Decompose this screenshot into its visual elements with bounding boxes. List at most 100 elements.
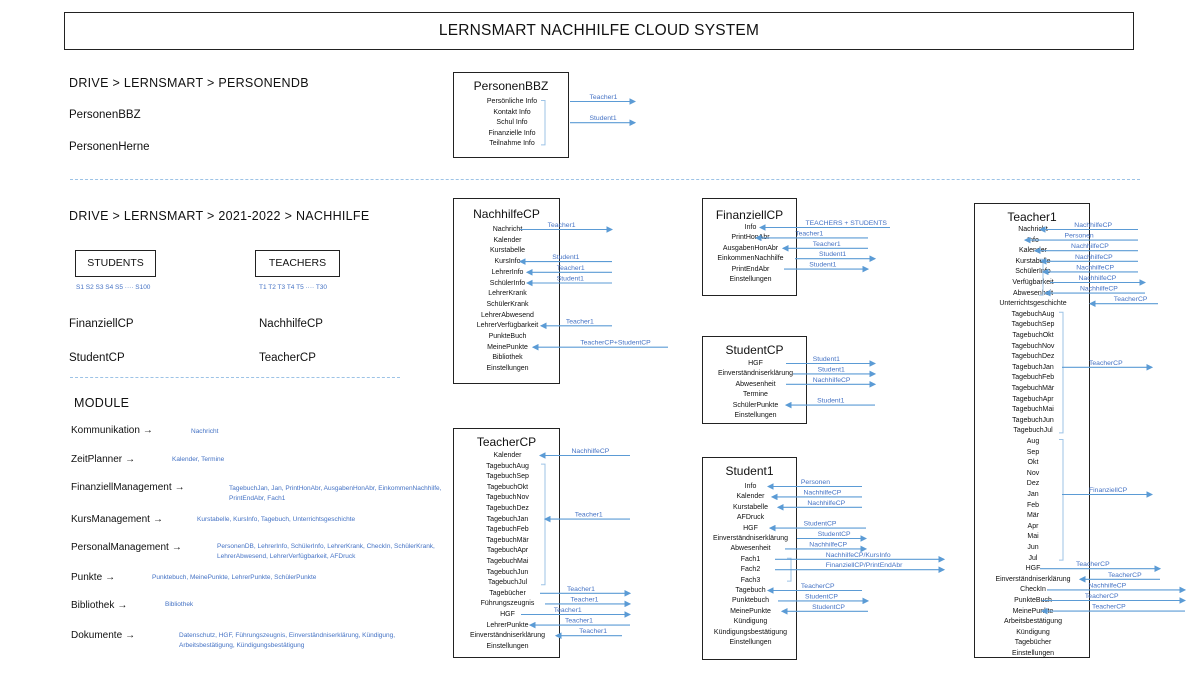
box-item: LehrerInfo bbox=[491, 268, 524, 276]
box-item: Führungszeugnis bbox=[480, 600, 535, 608]
box-item: TagebuchFeb bbox=[486, 526, 529, 534]
teachers-folder[interactable]: TEACHERS bbox=[255, 250, 340, 277]
box-item: CheckIn bbox=[1020, 586, 1046, 594]
students-folder[interactable]: STUDENTS bbox=[75, 250, 156, 277]
box-item: PunkteBuch bbox=[1014, 597, 1052, 604]
box-item: TagebuchJul bbox=[1013, 427, 1053, 435]
box-item: LehrerVerfügbarkeit bbox=[476, 322, 539, 330]
arrow-label: Teacher1 bbox=[575, 512, 603, 519]
module-desc-zeitplanner: Kalender, Termine bbox=[172, 456, 225, 463]
drive-path-nachhilfe: DRIVE > LERNSMART > 2021-2022 > NACHHILF… bbox=[69, 209, 370, 223]
module-dokumente: Dokumente→ bbox=[71, 630, 136, 641]
box-item: Termine bbox=[743, 391, 768, 399]
box-item: TagebuchMai bbox=[1012, 406, 1054, 414]
box-item: HGF bbox=[748, 360, 763, 367]
arrow-label: TeacherCP bbox=[1114, 296, 1148, 303]
box-item: Unterrichtsgeschichte bbox=[999, 300, 1067, 308]
box-item: KursInfo bbox=[494, 258, 521, 266]
box-item: Mär bbox=[1026, 512, 1040, 520]
module-desc-dokumente: Datenschutz, HGF, Führungszeugnis, Einve… bbox=[179, 632, 396, 649]
box-item: Kurstabelle bbox=[489, 247, 526, 255]
box-item: SchülerKrank bbox=[486, 300, 529, 308]
box-item: Kündigungsbestätigung bbox=[713, 628, 788, 636]
box-item: PrintEndAbr bbox=[731, 265, 770, 273]
arrow-label: StudentCP bbox=[812, 604, 845, 611]
box-item: Persönliche Info bbox=[486, 98, 538, 105]
arrow-label: TeacherCP bbox=[801, 583, 835, 590]
file-studentcp[interactable]: StudentCP bbox=[69, 352, 125, 364]
module-desc-bibliothek: Bibliothek bbox=[165, 601, 194, 608]
arrow-label: Teacher1 bbox=[813, 241, 841, 248]
box-item: Jan bbox=[1027, 491, 1039, 498]
box-item: TagebuchJun bbox=[486, 568, 529, 576]
box-item: Verfügbarkeit bbox=[1012, 279, 1054, 286]
box-item: TagebuchDez bbox=[1011, 353, 1055, 361]
box-item: TagebuchSep bbox=[486, 473, 529, 481]
box-item: TagebuchMär bbox=[1011, 385, 1055, 392]
box-item: TagebuchJan bbox=[486, 515, 529, 523]
box-item: HGF bbox=[500, 611, 515, 618]
module-kursmanagement: KursManagement→ bbox=[71, 514, 163, 525]
box-item: LehrerKrank bbox=[488, 290, 527, 298]
box-item: TagebuchNov bbox=[486, 494, 529, 502]
box-item: Nachricht bbox=[1018, 226, 1048, 233]
box-item: Einverständniserklärung bbox=[717, 370, 794, 378]
module-bibliothek: Bibliothek→ bbox=[71, 600, 128, 611]
title-box: LERNSMART NACHHILFE CLOUD SYSTEM bbox=[64, 12, 1134, 50]
box-item: Kalender bbox=[736, 493, 765, 501]
arrow-label: Personen bbox=[801, 479, 830, 486]
box-item: AusgabenHonAbr bbox=[722, 244, 779, 252]
box-item: Kalender bbox=[493, 236, 522, 244]
box-item: Info bbox=[744, 483, 757, 490]
arrow-label: NachhilfeCP/KursInfo bbox=[826, 552, 891, 559]
arrow-label: TeacherCP bbox=[1108, 572, 1142, 579]
arrow-label: NachhilfeCP bbox=[572, 448, 610, 455]
box-item: TagebuchDez bbox=[486, 505, 529, 512]
box-item: Einstellungen bbox=[729, 639, 772, 646]
arrow-label: TeacherCP bbox=[1089, 360, 1123, 367]
drive-path-personendb: DRIVE > LERNSMART > PERSONENDB bbox=[69, 76, 309, 90]
box-item: Info bbox=[1027, 236, 1039, 244]
file-teachercp[interactable]: TeacherCP bbox=[259, 352, 316, 364]
arrow-label: NachhilfeCP bbox=[813, 377, 851, 384]
file-personenherne[interactable]: PersonenHerne bbox=[69, 141, 150, 153]
arrow-label: Teacher1 bbox=[579, 628, 607, 635]
arrow-label: TeacherCP+StudentCP bbox=[580, 340, 651, 347]
box-item: TagebuchAug bbox=[1011, 310, 1055, 318]
box-item: PunkteBuch bbox=[488, 333, 527, 340]
box-item: Nachricht bbox=[492, 226, 523, 233]
file-finanziellcp[interactable]: FinanziellCP bbox=[69, 318, 134, 330]
box-item: SchülerPunkte bbox=[732, 401, 779, 409]
module-desc-kommunikation: Nachricht bbox=[191, 428, 219, 435]
box-item: Finanzielle Info bbox=[488, 129, 536, 137]
box-item: TagebuchApr bbox=[1012, 395, 1054, 403]
arrow-label: TeacherCP bbox=[1092, 604, 1126, 611]
page-title: LERNSMART NACHHILFE CLOUD SYSTEM bbox=[438, 22, 760, 39]
module-punkte: Punkte→ bbox=[71, 572, 116, 583]
box-item: Kündigung bbox=[733, 618, 768, 626]
box-item: TagebuchAug bbox=[486, 462, 529, 470]
students-label: STUDENTS bbox=[87, 257, 144, 269]
file-nachhilfecp[interactable]: NachhilfeCP bbox=[259, 318, 323, 330]
box-item: TagebuchSep bbox=[1011, 321, 1055, 329]
box-item: Jul bbox=[1028, 554, 1038, 562]
box-item: TagebuchJul bbox=[487, 579, 528, 587]
arrow-label: Student1 bbox=[590, 115, 617, 122]
box-item: Einstellungen bbox=[729, 276, 772, 283]
arrow-label: Teacher1 bbox=[565, 618, 593, 625]
arrow-label: NachhilfeCP bbox=[1088, 582, 1126, 589]
arrow-label: NachhilfeCP bbox=[809, 541, 847, 548]
file-personenbbz[interactable]: PersonenBBZ bbox=[69, 109, 141, 121]
box-item: Einstellungen bbox=[486, 365, 529, 373]
box-item: Abwesenheit bbox=[730, 545, 771, 553]
module-finanziellmanagement: FinanziellManagement→ bbox=[71, 482, 185, 493]
box-item: TagebuchNov bbox=[1011, 342, 1055, 350]
box-item: EinkommenNachhilfe bbox=[717, 255, 784, 263]
